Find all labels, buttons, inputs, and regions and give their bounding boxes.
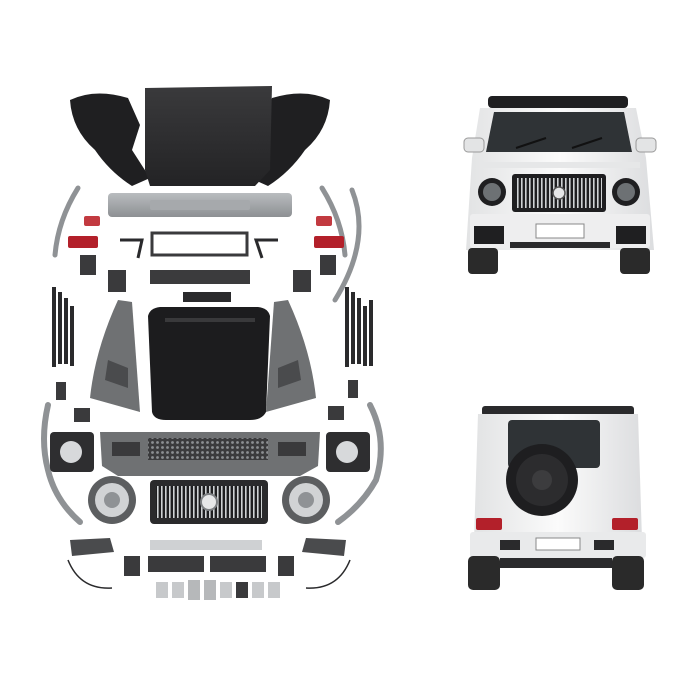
rear-right-tire xyxy=(612,556,644,590)
right-side-step xyxy=(335,402,384,525)
front-left-tire xyxy=(468,248,498,274)
windshield xyxy=(486,112,632,152)
front-left-mirror xyxy=(463,137,485,153)
right-side-vent xyxy=(266,300,316,412)
left-fender-liner xyxy=(70,93,150,186)
underbody-panel xyxy=(145,86,272,186)
left-side-rail xyxy=(52,185,81,258)
vehicle-rear-view xyxy=(468,406,646,590)
rear-right-tail-light xyxy=(612,518,638,530)
front-license-plate xyxy=(535,223,585,239)
rear-license-plate xyxy=(535,537,581,551)
front-right-tire xyxy=(620,248,650,274)
rear-left-tire xyxy=(468,556,500,590)
left-side-vent xyxy=(90,300,140,412)
body-kit-parts xyxy=(41,86,384,600)
front-right-mirror xyxy=(635,137,657,153)
left-trim-strips xyxy=(52,287,74,367)
left-side-step xyxy=(41,402,83,525)
right-trim-strips xyxy=(345,287,373,367)
hardware-bags xyxy=(156,580,280,600)
right-side-rail xyxy=(319,185,348,258)
vehicle-front-view xyxy=(463,96,657,274)
hood xyxy=(148,307,270,420)
left-tail-light xyxy=(68,236,98,248)
right-tail-light xyxy=(314,236,344,248)
rear-left-tail-light xyxy=(476,518,502,530)
